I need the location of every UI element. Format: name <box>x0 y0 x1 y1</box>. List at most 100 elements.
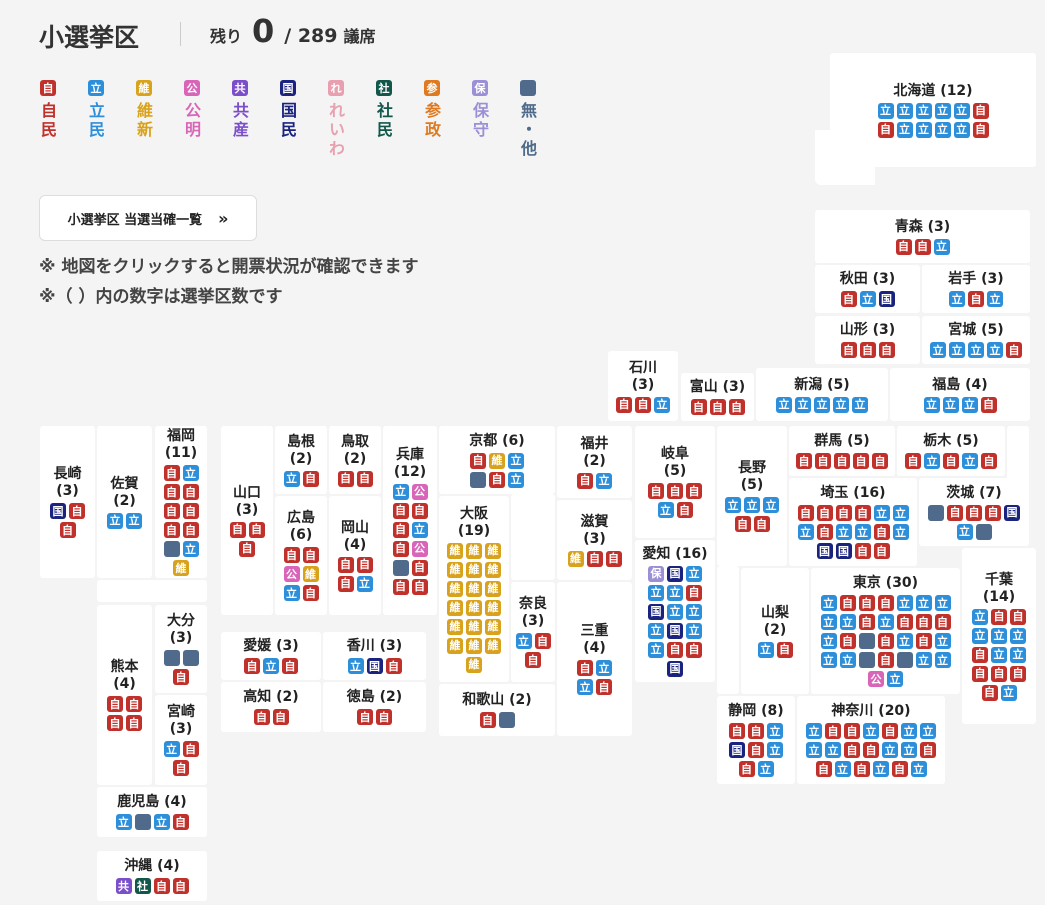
prefecture-aichi[interactable]: 愛知 (16)保国立立立自国立立立国立立自自国 <box>635 540 715 682</box>
prefecture-shizuoka[interactable]: 静岡 (8)自自立国自立自立 <box>717 696 795 784</box>
prefecture-gunma[interactable]: 群馬 (5)自自自自自 <box>789 426 895 476</box>
party-badge: 自 <box>302 470 319 487</box>
party-badge: 立 <box>725 497 741 513</box>
party-badge: 自 <box>172 814 189 830</box>
prefecture-ibaraki[interactable]: 茨城 (7)自自自国立 <box>919 478 1029 546</box>
prefecture-kanagawa[interactable]: 神奈川 (20)立自自立自立立立立自自立立自自立自立自立 <box>797 696 945 784</box>
prefecture-kumamoto[interactable]: 熊本(4)自自自自 <box>97 605 152 785</box>
party-badge: 立 <box>648 641 664 658</box>
party-badge: 立 <box>757 761 774 777</box>
prefecture-label: 千葉 <box>985 571 1013 588</box>
prefecture-gifu[interactable]: 岐阜(5)自自自立自 <box>635 426 715 538</box>
prefecture-fukui[interactable]: 福井(2)自立 <box>557 426 632 498</box>
total-seats: / 289 <box>284 25 338 47</box>
party-badge: 保 <box>648 565 664 582</box>
prefecture-label: 富山 <box>689 379 718 395</box>
nagano-extension[interactable] <box>717 566 739 694</box>
party-badge: 自 <box>1006 342 1022 358</box>
prefecture-toyama[interactable]: 富山 (3)自自自 <box>681 373 754 421</box>
note-district-count: ※（ ）内の数字は選挙区数です <box>39 287 283 307</box>
party-badge: 自 <box>709 399 726 415</box>
prefecture-mie[interactable]: 三重(4)自立立自 <box>557 582 632 736</box>
party-badge: 自 <box>844 742 860 758</box>
results-list-button[interactable]: 小選挙区 当選当確一覧 » <box>39 195 257 241</box>
kyoto-extension[interactable] <box>511 494 555 580</box>
party-badge: 自 <box>173 669 189 685</box>
prefecture-yamagata[interactable]: 山形 (3)自自自 <box>815 316 920 364</box>
prefecture-wakayama[interactable]: 和歌山 (2)自 <box>439 684 555 736</box>
party-badge: 自 <box>392 540 409 557</box>
prefecture-name: 長野(5) <box>738 460 766 494</box>
party-badge: 維 <box>485 618 501 635</box>
party-badge: 自 <box>357 709 373 725</box>
prefecture-label: 岡山 <box>341 519 369 536</box>
prefecture-label: 鹿児島 <box>117 794 160 810</box>
prefecture-hyogo[interactable]: 兵庫(12)立公自自自立自公自自自 <box>383 426 437 615</box>
prefecture-kyoto[interactable]: 京都 (6)自維立自立 <box>439 426 555 494</box>
party-badge: 社 <box>376 80 392 96</box>
district-count: (3) <box>927 218 951 235</box>
prefecture-tottori[interactable]: 鳥取(2)自自 <box>329 426 381 494</box>
prefecture-nara[interactable]: 奈良(3)立自自 <box>511 582 555 682</box>
prefecture-chiba[interactable]: 千葉(14)立自自立立立自立立自自自自立 <box>962 548 1036 724</box>
party-badge: 自 <box>877 652 894 668</box>
prefecture-kagawa[interactable]: 香川 (3)立国自 <box>323 632 426 680</box>
party-badge: 立 <box>863 723 879 739</box>
party-badge: 立 <box>820 614 837 630</box>
prefecture-saitama[interactable]: 埼玉 (16)自自自自立立立自立立自立国国自自 <box>789 478 917 566</box>
party-badge: 自 <box>248 521 265 538</box>
prefecture-miyazaki[interactable]: 宮崎(3)立自自 <box>155 695 207 785</box>
prefecture-ehime[interactable]: 愛媛 (3)自立自 <box>221 632 321 680</box>
party-badge: 立 <box>934 652 951 668</box>
party-badge: 立 <box>806 723 822 739</box>
prefecture-fukuoka[interactable]: 福岡(11)自立自自自自自自立維 <box>155 426 207 578</box>
party-badge: 立 <box>991 646 1007 663</box>
prefecture-yamanashi[interactable]: 山梨(2)立自 <box>741 568 809 694</box>
prefecture-akita[interactable]: 秋田 (3)自立国 <box>815 265 920 313</box>
party-badge <box>896 652 913 668</box>
prefecture-hokkaido[interactable]: 北海道 (12)立立立立立自自立立立立自 <box>830 53 1036 167</box>
prefecture-osaka[interactable]: 大阪(19)維維維維維維維維維維維維維維維維維維維 <box>439 496 509 682</box>
party-badge: 自 <box>943 453 959 469</box>
party-badge: 自 <box>834 453 850 469</box>
party-badge <box>975 523 992 540</box>
party-badge: 自 <box>690 399 707 415</box>
prefecture-yamaguchi[interactable]: 山口(3)自自自 <box>221 426 273 615</box>
prefecture-shimane[interactable]: 島根(2)立自 <box>275 426 327 494</box>
district-count: (2) <box>289 450 313 467</box>
prefecture-kochi[interactable]: 高知 (2)自自 <box>221 682 321 732</box>
prefecture-tokushima[interactable]: 徳島 (2)自自 <box>323 682 426 732</box>
prefecture-niigata[interactable]: 新潟 (5)立立立立立 <box>756 368 888 421</box>
prefecture-saga[interactable]: 佐賀(2)立立 <box>97 426 152 578</box>
prefecture-nagano[interactable]: 長野(5)立立立自自 <box>717 426 787 566</box>
prefecture-name: 北海道 (12) <box>893 83 972 100</box>
party-legend: 自自民立立民維維新公公明共共産国国民れれいわ社社民参参政保保守無・他 <box>38 80 566 159</box>
prefecture-label: 群馬 <box>814 433 843 449</box>
prefecture-shiga[interactable]: 滋賀(3)維自自 <box>557 500 632 580</box>
prefecture-tochigi[interactable]: 栃木 (5)自立自立自 <box>897 426 1005 476</box>
party-badge: 維 <box>447 599 463 616</box>
result-badges: 自 <box>162 650 200 685</box>
party-badge: 維 <box>466 561 482 578</box>
prefecture-oita[interactable]: 大分(3)自 <box>155 605 207 693</box>
prefecture-ishikawa[interactable]: 石川(3)自自立 <box>608 351 678 421</box>
party-badge: 立 <box>934 633 951 649</box>
party-badge: 自 <box>915 614 932 630</box>
prefecture-okayama[interactable]: 岡山(4)自自自立 <box>329 496 381 615</box>
prefecture-hiroshima[interactable]: 広島(6)自自公維立自 <box>275 496 327 615</box>
prefecture-fukushima[interactable]: 福島 (4)立立立自 <box>890 368 1030 421</box>
result-badges: 自自自 <box>840 342 895 358</box>
prefecture-kagoshima[interactable]: 鹿児島 (4)立立自 <box>97 787 207 837</box>
party-badge: 立 <box>915 652 932 668</box>
prefecture-tokyo[interactable]: 東京 (30)立自自自立立立立立自立自自自立自自立自立立立自立立公立 <box>811 568 960 694</box>
party-badge: 自 <box>896 614 913 630</box>
prefecture-label: 奈良 <box>519 596 547 612</box>
prefecture-okinawa[interactable]: 沖縄 (4)共社自自 <box>97 851 207 901</box>
prefecture-nagasaki[interactable]: 長崎(3)国自自 <box>40 426 95 578</box>
prefecture-miyagi[interactable]: 宮城 (5)立立立立自 <box>922 316 1030 364</box>
prefecture-aomori[interactable]: 青森 (3)自自立 <box>815 210 1030 263</box>
party-badge: 公 <box>411 540 428 557</box>
party-badge: 自 <box>163 465 180 481</box>
party-badge: 自 <box>854 505 871 521</box>
prefecture-iwate[interactable]: 岩手 (3)立自立 <box>922 265 1030 313</box>
